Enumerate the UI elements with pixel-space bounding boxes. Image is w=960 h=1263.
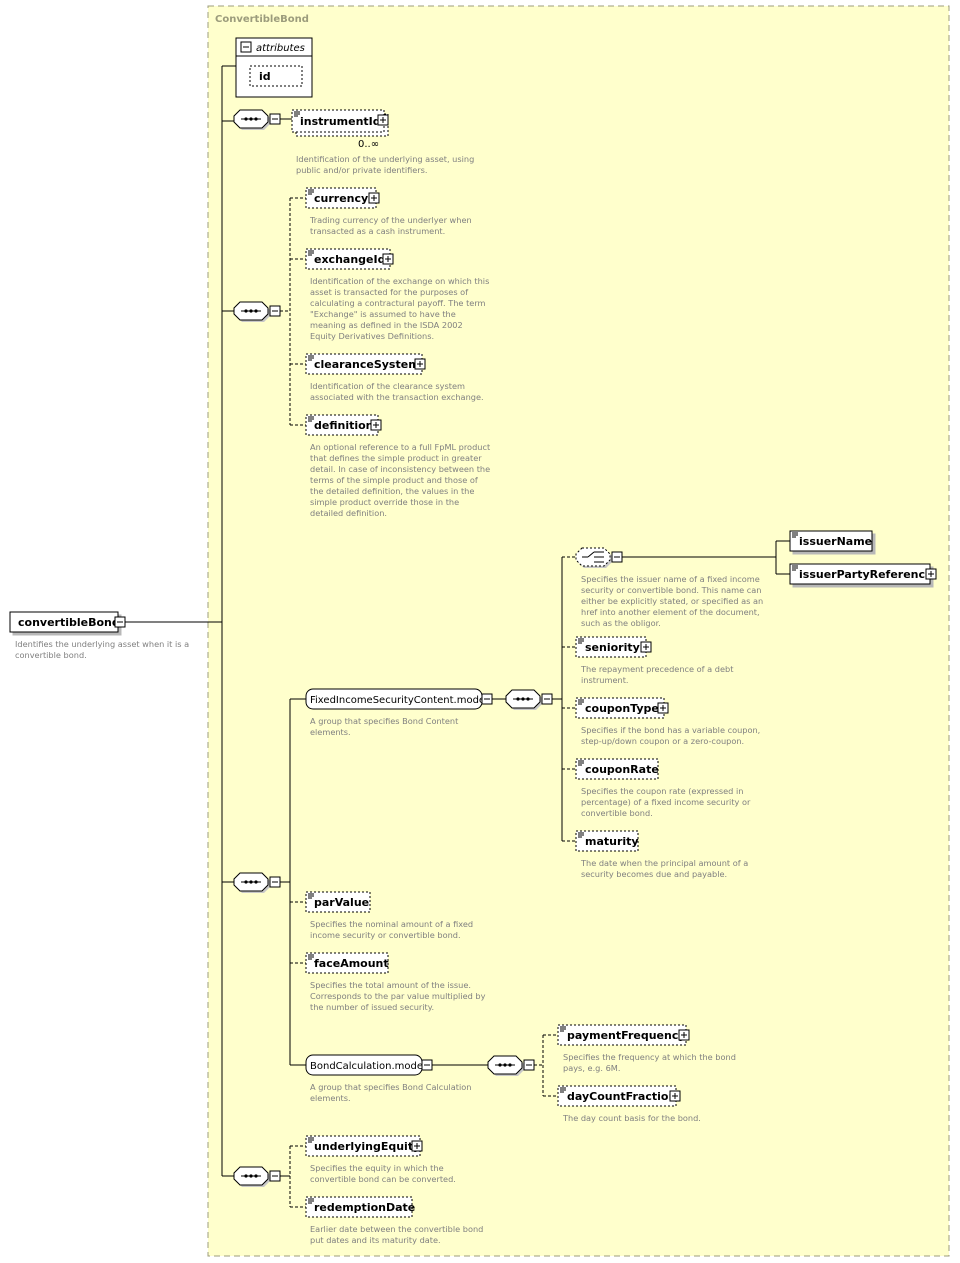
element-parValue[interactable]: parValue bbox=[305, 891, 371, 913]
attribute-id[interactable] bbox=[249, 65, 303, 87]
element-currency-label: currency bbox=[314, 192, 368, 205]
expand-icon[interactable] bbox=[377, 114, 389, 126]
group-fixed-income-doc: A group that specifies Bond Content elem… bbox=[310, 716, 461, 737]
instrumentId-cardinality: 0..∞ bbox=[358, 139, 379, 150]
element-maturity[interactable]: maturity bbox=[575, 830, 639, 852]
faceAmount-doc: Specifies the total amount of the issue.… bbox=[310, 980, 488, 1012]
group-bond-calculation-doc: A group that specifies Bond Calculation … bbox=[310, 1082, 474, 1103]
complex-type-box bbox=[207, 5, 950, 1257]
element-redemptionDate-label: redemptionDate bbox=[314, 1201, 415, 1214]
root-doc: Identifies the underlying asset when it … bbox=[15, 639, 192, 660]
element-underlyingEquity-label: underlyingEquity bbox=[314, 1140, 420, 1153]
element-seniority-label: seniority bbox=[585, 641, 640, 654]
couponRate-doc: Specifies the coupon rate (expressed in … bbox=[581, 786, 753, 818]
element-issuerName[interactable]: issuerName bbox=[789, 530, 873, 552]
attribute-id-label: id bbox=[259, 70, 271, 83]
group-fixed-income-security-content[interactable]: FixedIncomeSecurityContent.model bbox=[305, 688, 493, 710]
sequence-compositor-6[interactable] bbox=[233, 1166, 281, 1187]
group-fixed-income-label: FixedIncomeSecurityContent.model bbox=[310, 695, 488, 706]
expand-icon[interactable] bbox=[657, 702, 669, 714]
group-bond-calculation[interactable]: BondCalculation.model bbox=[305, 1054, 433, 1076]
definition-doc: An optional reference to a full FpML pro… bbox=[310, 442, 493, 518]
element-maturity-label: maturity bbox=[585, 835, 639, 848]
element-couponType-label: couponType bbox=[585, 702, 659, 715]
element-dayCountFraction-label: dayCountFraction bbox=[567, 1090, 676, 1103]
maturity-doc: The date when the principal amount of a … bbox=[580, 858, 751, 879]
dayCountFraction-doc: The day count basis for the bond. bbox=[562, 1113, 701, 1123]
element-paymentFrequency-label: paymentFrequency bbox=[567, 1029, 686, 1042]
element-issuerPartyReference[interactable]: issuerPartyReference bbox=[789, 563, 937, 585]
expand-icon[interactable] bbox=[640, 641, 652, 653]
expand-icon[interactable] bbox=[678, 1029, 690, 1041]
element-couponType[interactable]: couponType bbox=[575, 697, 669, 719]
sequence-compositor-3[interactable] bbox=[233, 872, 281, 893]
seniority-doc: The repayment precedence of a debt instr… bbox=[580, 664, 736, 685]
element-paymentFrequency[interactable]: paymentFrequency bbox=[557, 1024, 690, 1046]
element-clearanceSystem[interactable]: clearanceSystem bbox=[305, 353, 426, 375]
element-issuerName-label: issuerName bbox=[799, 535, 872, 548]
group-bond-calculation-label: BondCalculation.model bbox=[310, 1061, 426, 1072]
element-currency[interactable]: currency bbox=[305, 187, 380, 209]
expand-icon[interactable] bbox=[368, 192, 380, 204]
redemptionDate-doc: Earlier date between the convertible bon… bbox=[310, 1224, 486, 1245]
paymentFrequency-doc: Specifies the frequency at which the bon… bbox=[563, 1052, 739, 1073]
clearanceSystem-doc: Identification of the clearance system a… bbox=[310, 381, 484, 402]
instrumentId-doc: Identification of the underlying asset, … bbox=[296, 154, 477, 175]
element-issuerPartyReference-label: issuerPartyReference bbox=[799, 568, 933, 581]
root-element[interactable]: convertibleBond bbox=[9, 611, 126, 633]
collapse-icon[interactable] bbox=[114, 616, 126, 628]
attributes-collapse-icon[interactable] bbox=[240, 41, 252, 53]
element-instrumentId[interactable]: instrumentId bbox=[291, 109, 389, 137]
element-couponRate[interactable]: couponRate bbox=[575, 758, 659, 780]
expand-icon[interactable] bbox=[414, 358, 426, 370]
sequence-compositor-2[interactable] bbox=[233, 301, 281, 322]
collapse-icon[interactable] bbox=[421, 1059, 433, 1071]
element-parValue-label: parValue bbox=[314, 896, 369, 909]
expand-icon[interactable] bbox=[370, 419, 382, 431]
element-clearanceSystem-label: clearanceSystem bbox=[314, 358, 420, 371]
element-exchangeId[interactable]: exchangeId bbox=[305, 248, 394, 270]
expand-icon[interactable] bbox=[925, 568, 937, 580]
element-instrumentId-label: instrumentId bbox=[300, 115, 381, 128]
attributes-label: attributes bbox=[256, 43, 305, 54]
element-faceAmount[interactable]: faceAmount bbox=[305, 952, 389, 974]
element-definition-label: definition bbox=[314, 419, 374, 432]
element-underlyingEquity[interactable]: underlyingEquity bbox=[305, 1135, 423, 1157]
element-definition[interactable]: definition bbox=[305, 414, 382, 436]
parValue-doc: Specifies the nominal amount of a fixed … bbox=[310, 919, 476, 940]
collapse-icon[interactable] bbox=[481, 693, 493, 705]
underlyingEquity-doc: Specifies the equity in which the conver… bbox=[310, 1163, 456, 1184]
expand-icon[interactable] bbox=[411, 1140, 423, 1152]
complex-type-label: ConvertibleBond bbox=[215, 14, 309, 25]
element-couponRate-label: couponRate bbox=[585, 763, 659, 776]
sequence-compositor-5[interactable] bbox=[487, 1055, 535, 1076]
element-redemptionDate[interactable]: redemptionDate bbox=[305, 1196, 415, 1218]
couponType-doc: Specifies if the bond has a variable cou… bbox=[581, 725, 763, 746]
issuer-choice-doc: Specifies the issuer name of a fixed inc… bbox=[581, 574, 766, 628]
element-seniority[interactable]: seniority bbox=[575, 636, 652, 658]
exchangeId-doc: Identification of the exchange on which … bbox=[310, 276, 492, 341]
expand-icon[interactable] bbox=[669, 1090, 681, 1102]
attributes-panel: attributes id bbox=[235, 37, 313, 98]
currency-doc: Trading currency of the underlyer when t… bbox=[309, 215, 474, 236]
root-element-label: convertibleBond bbox=[18, 616, 120, 629]
choice-compositor[interactable] bbox=[575, 547, 623, 568]
element-dayCountFraction[interactable]: dayCountFraction bbox=[557, 1085, 681, 1107]
sequence-compositor-4[interactable] bbox=[505, 689, 553, 710]
expand-icon[interactable] bbox=[382, 253, 394, 265]
element-exchangeId-label: exchangeId bbox=[314, 253, 385, 266]
element-faceAmount-label: faceAmount bbox=[314, 957, 389, 970]
